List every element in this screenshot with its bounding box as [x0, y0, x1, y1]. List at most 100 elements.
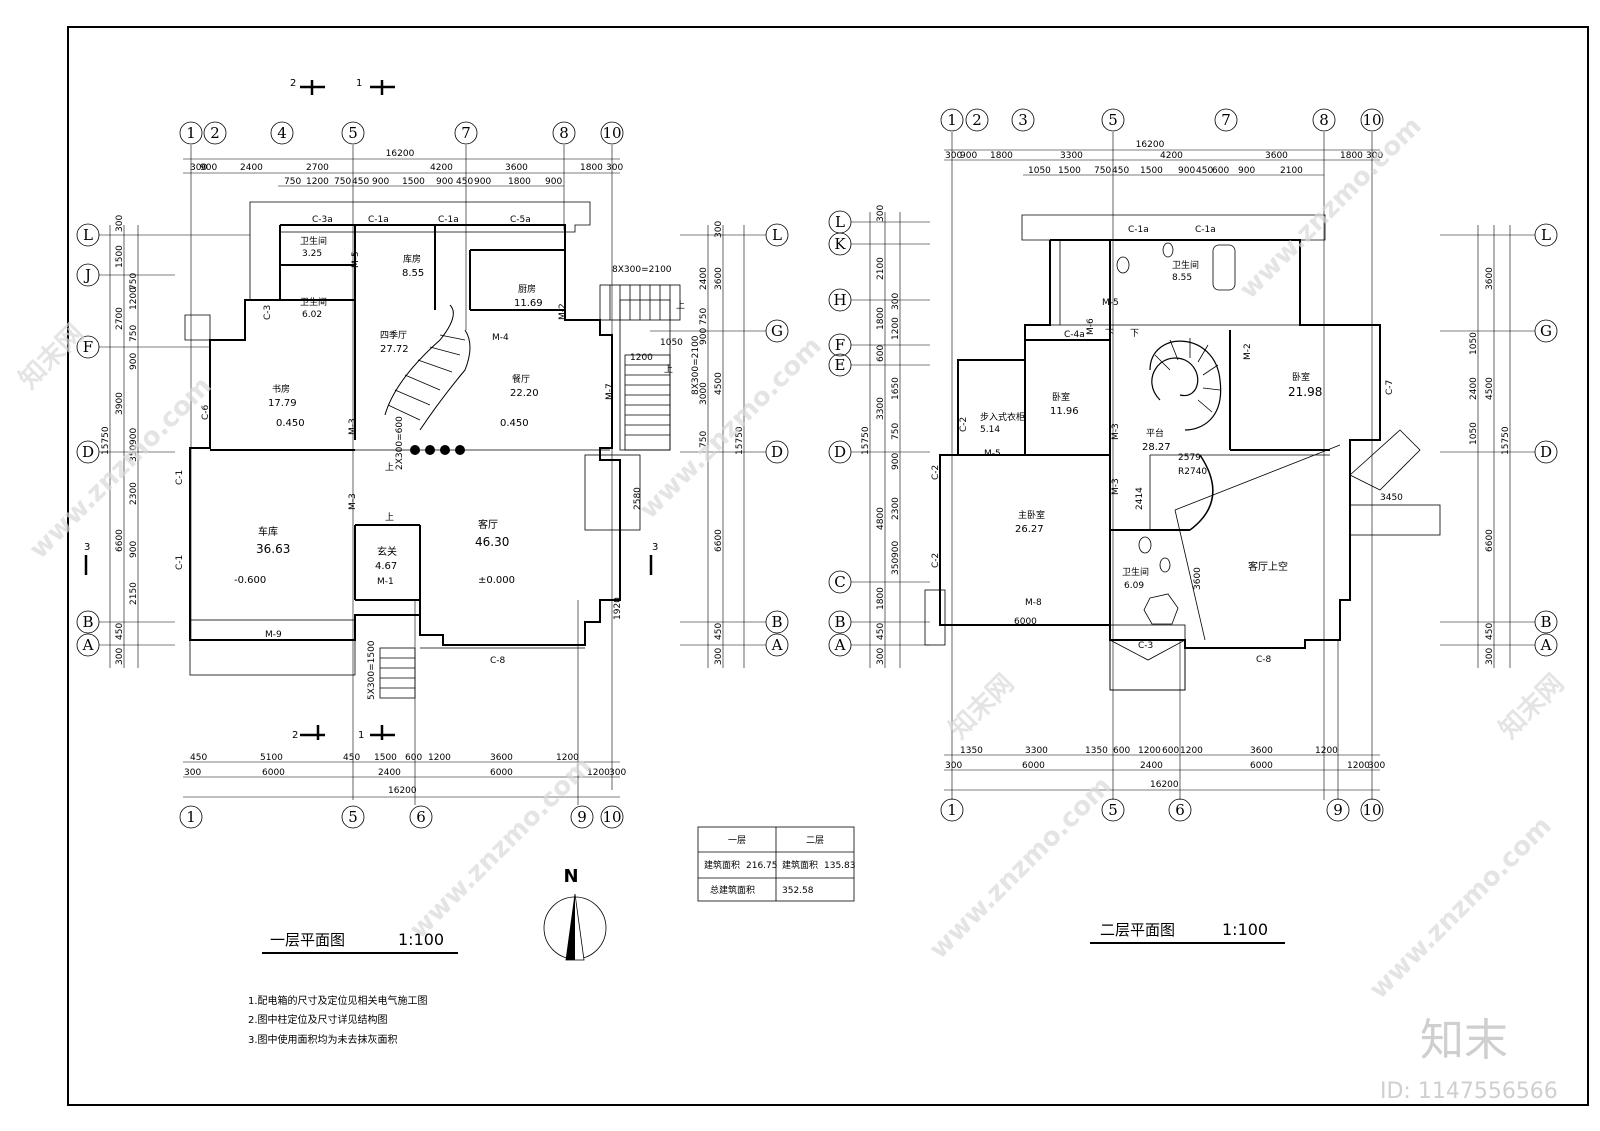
- opening-label: M-3: [348, 418, 358, 435]
- dim-text: 2579: [1178, 453, 1201, 463]
- dim-text: 1350: [960, 746, 983, 756]
- second-fixtures: [1116, 242, 1341, 641]
- dim-text: 3600: [1250, 746, 1273, 756]
- dim-text: 450: [343, 753, 360, 763]
- dim-text: 1200: [1138, 746, 1161, 756]
- room-name: 主卧室: [1018, 509, 1045, 521]
- dim-text: 3600: [505, 163, 528, 173]
- dim-text: 3450: [1380, 493, 1403, 503]
- axis-label: L: [83, 226, 93, 244]
- dim-text: 450: [190, 753, 207, 763]
- dim-text: 1350: [1085, 746, 1108, 756]
- first-walls: [184, 201, 671, 676]
- axis-label: B: [771, 613, 782, 631]
- axis-label: A: [82, 636, 94, 654]
- dim-text: 1500: [402, 177, 425, 187]
- dim-text: 750: [1094, 166, 1111, 176]
- dim-text: 2100: [1280, 166, 1303, 176]
- opening-label: M-7: [605, 383, 615, 400]
- dim-text: 15750: [1501, 426, 1511, 455]
- axis-label: 5: [1108, 111, 1118, 129]
- opening-label: M-6: [1086, 318, 1096, 335]
- axis-label: L: [835, 213, 845, 231]
- opening-label: C-1a: [438, 215, 459, 225]
- second-floor-plan: 1 2 3 5 7 8 10 16200 300 900 1800 3300 4…: [828, 108, 1558, 944]
- room-area: 11.96: [1050, 406, 1079, 417]
- stair-up-label: 上: [385, 512, 394, 523]
- dim-text: 1500: [115, 245, 125, 268]
- opening-label: M-2: [1243, 343, 1253, 360]
- watermark-text: www.znzmo.com: [1364, 811, 1558, 1005]
- stair-up-label: 上: [676, 300, 685, 311]
- room-name: 卫生间: [1172, 259, 1199, 271]
- first-floor-plan: 1 2 4 5 7 8 10 16200 300 900 2400 2700 4…: [76, 78, 789, 954]
- dim-text: 2700: [306, 163, 329, 173]
- dim-text: 300: [1485, 648, 1495, 665]
- dim-text: 900: [129, 353, 139, 370]
- dim-text: R2740: [1178, 467, 1207, 477]
- opening-label: M-9: [265, 630, 282, 640]
- axis-label: 6: [1175, 801, 1185, 819]
- table-cell: 135.83: [824, 861, 856, 871]
- dim-text: 300: [609, 768, 626, 778]
- room-area: 26.27: [1015, 524, 1044, 535]
- table-header: 一层: [728, 835, 746, 846]
- first-column-dots: [410, 445, 465, 455]
- room-name: 库房: [403, 253, 421, 265]
- dim-text: 900: [891, 541, 901, 558]
- dim-text: 300: [945, 761, 962, 771]
- axis-label: 6: [416, 808, 426, 826]
- first-spiral-stair: [384, 304, 471, 431]
- dim-text: 1800: [990, 151, 1013, 161]
- dim-text: 2400: [1140, 761, 1163, 771]
- axis-label: F: [835, 336, 845, 354]
- opening-label: C-1a: [1128, 225, 1149, 235]
- room-area: 46.30: [475, 535, 509, 549]
- dim-text: 3300: [876, 397, 886, 420]
- north-arrow: N: [543, 866, 607, 961]
- dim-text: 900: [474, 177, 491, 187]
- axis-label: H: [833, 291, 846, 309]
- opening-label: M-4: [492, 333, 509, 343]
- dim-text: 750: [699, 431, 709, 448]
- room-name: 车库: [258, 525, 278, 538]
- axis-label: 5: [348, 124, 358, 142]
- axis-label: 2: [210, 124, 220, 142]
- axis-label: 1: [947, 801, 957, 819]
- dim-text: 6000: [490, 768, 513, 778]
- level-mark: ±0.000: [478, 575, 515, 586]
- dim-text: 2580: [633, 487, 643, 510]
- axis-label: B: [82, 613, 93, 631]
- opening-label: M-3: [1111, 423, 1121, 440]
- id-watermark: ID: 1147556566: [1380, 1079, 1558, 1104]
- dim-text: 600: [1212, 166, 1229, 176]
- axis-label: 4: [277, 124, 287, 142]
- watermark-text: 知末网: [14, 319, 90, 395]
- room-area: 6.02: [302, 310, 322, 320]
- axis-label: 9: [1333, 801, 1343, 819]
- opening-label: M-1: [377, 577, 394, 587]
- stair-label: 8X300=2100: [691, 335, 701, 395]
- dim-text: 300: [945, 151, 962, 161]
- room-name: 餐厅: [512, 373, 530, 385]
- plan-scale: 1:100: [398, 930, 444, 949]
- dim-text: 1050: [660, 338, 683, 348]
- watermark-text: www.znzmo.com: [404, 751, 598, 945]
- dim-text: 1920: [613, 597, 623, 620]
- dim-text: 16200: [388, 786, 417, 796]
- axis-label: 1: [186, 124, 196, 142]
- room-area: 27.72: [380, 344, 409, 355]
- dim-text: 2300: [129, 482, 139, 505]
- dim-text: 1200: [306, 177, 329, 187]
- stair-down-label: 下: [1130, 329, 1139, 339]
- second-top-axes: 1 2 3 5 7 8 10: [940, 108, 1384, 132]
- dim-text: 1050: [1469, 332, 1479, 355]
- dim-text: 1800: [876, 587, 886, 610]
- room-area: 11.69: [514, 298, 543, 309]
- first-opening-labels: C-3a C-1a C-1a C-5a C-3 C-6 C-1 C-1 C-8 …: [175, 215, 701, 700]
- room-name: 客厅上空: [1248, 560, 1288, 573]
- dim-text: 1050: [1469, 422, 1479, 445]
- axis-label: 2: [972, 111, 982, 129]
- stair-label: 8X300=2100: [612, 265, 672, 275]
- dim-text: 300: [115, 648, 125, 665]
